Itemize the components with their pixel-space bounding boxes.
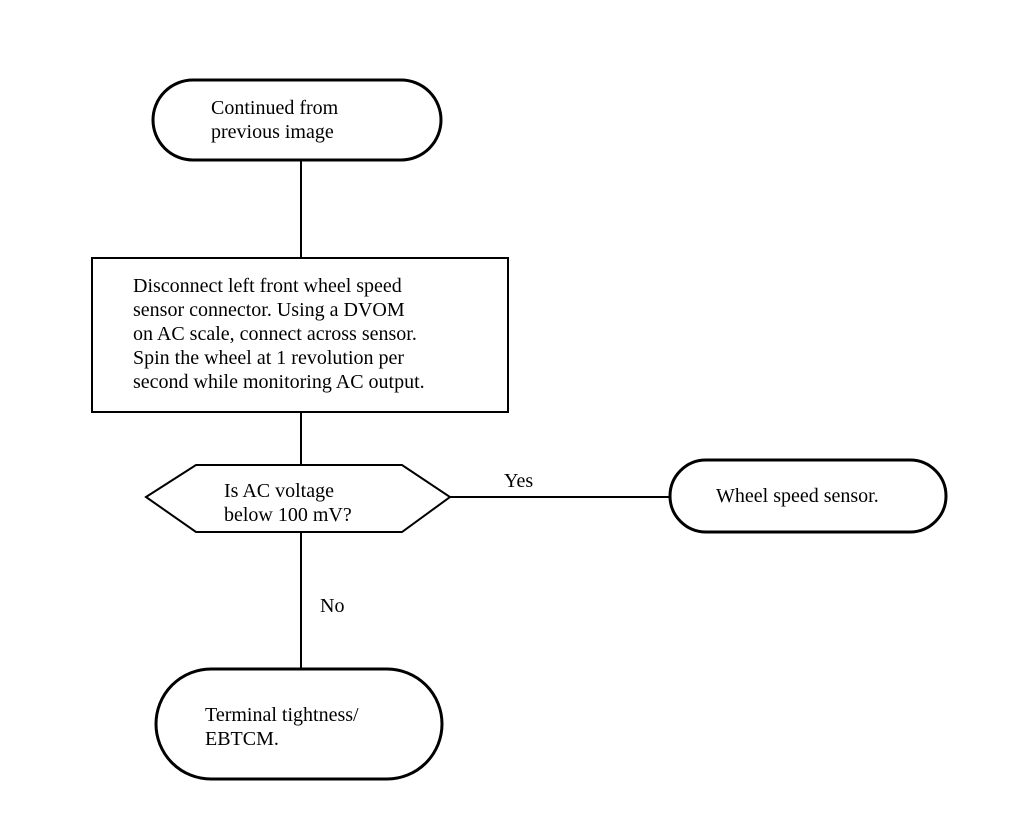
process-step-text: Disconnect left front wheel speed sensor… [133, 275, 425, 393]
start-terminator-shape [151, 78, 443, 162]
no-terminator-shape [154, 667, 444, 781]
yes-edge-label: Yes [504, 470, 534, 492]
no-result-text: Terminal tightness/ EBTCM. [205, 704, 359, 750]
yes-terminator-shape [668, 458, 948, 534]
decision-hexagon-shape [144, 464, 452, 533]
yes-result-text: Wheel speed sensor. [716, 485, 879, 507]
process-box-shape [91, 257, 509, 413]
decision-question-text: Is AC voltage below 100 mV? [224, 480, 352, 526]
start-node-text: Continued from previous image [211, 97, 339, 143]
no-edge-label: No [320, 595, 345, 617]
